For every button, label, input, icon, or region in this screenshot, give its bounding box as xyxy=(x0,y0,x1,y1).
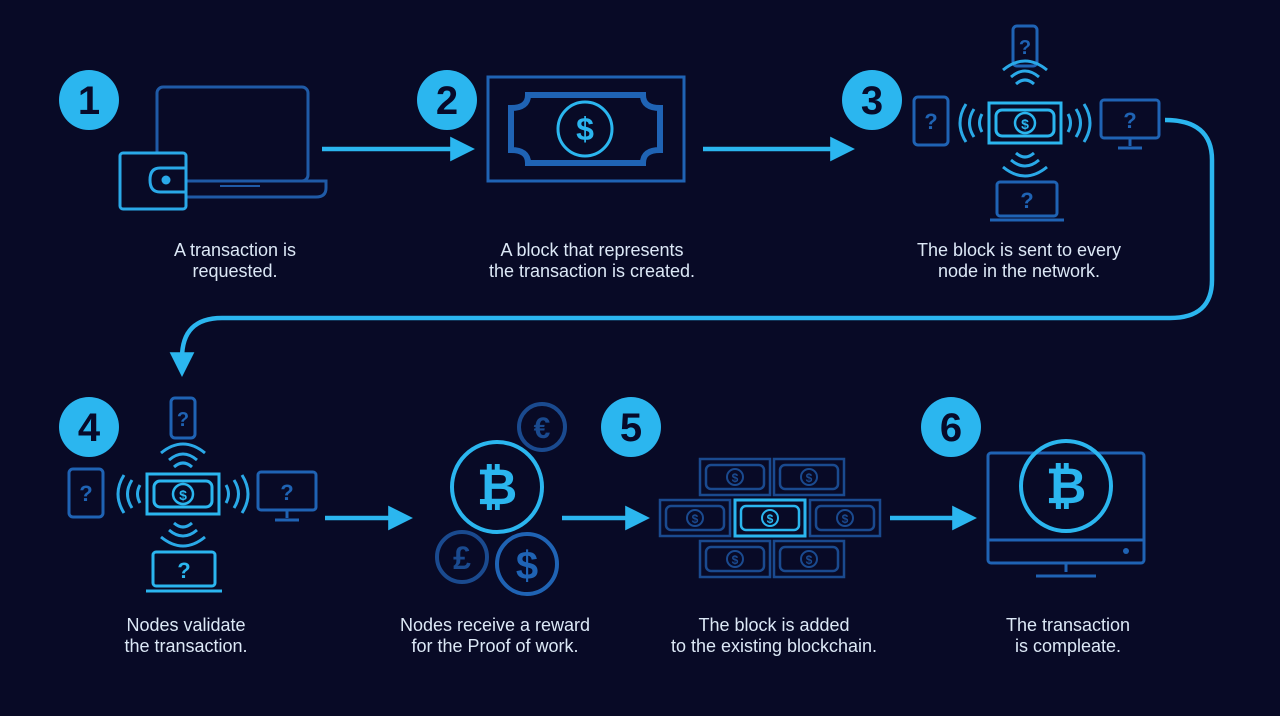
step-number-1: 1 xyxy=(78,79,100,123)
dollar-symbol: $ xyxy=(806,553,813,567)
step-badge-4: 4 xyxy=(59,397,119,457)
question-mark: ? xyxy=(924,109,937,134)
question-mark: ? xyxy=(1123,108,1136,133)
question-mark: ? xyxy=(1020,188,1033,213)
dollar-symbol: $ xyxy=(806,471,813,485)
block: $ xyxy=(772,457,846,497)
blockchain-grid-icon: $ $ $ $ $ xyxy=(658,457,882,579)
step-number-3: 3 xyxy=(861,79,883,123)
block: $ xyxy=(658,498,732,538)
caption-line: A transaction is xyxy=(173,240,297,260)
dollar-symbol: $ xyxy=(842,512,849,526)
step-badge-5: 5 xyxy=(601,397,661,457)
broadcast-network-icon: ? ? $ ? ? xyxy=(912,24,1161,222)
caption-step-5: Nodes receive a reward for the Proof of … xyxy=(345,615,645,657)
dollar-symbol: $ xyxy=(692,512,699,526)
caption-line: node in the network. xyxy=(937,261,1101,281)
dollar-symbol: $ xyxy=(516,544,538,588)
caption-line: is compleate. xyxy=(1014,636,1122,656)
banknote-dollar-icon: $ xyxy=(486,75,686,183)
caption-line: the transaction. xyxy=(124,636,248,656)
caption-line: The block is added xyxy=(698,615,850,635)
step-badge-3: 3 xyxy=(842,70,902,130)
new-block-highlighted: $ xyxy=(733,498,807,538)
caption-step-6: The transaction is compleate. xyxy=(918,615,1218,657)
caption-line: requested. xyxy=(192,261,278,281)
dollar-symbol: $ xyxy=(576,111,594,147)
laptop-wallet-icon xyxy=(118,85,328,211)
caption-line: The transaction xyxy=(1005,615,1131,635)
block: $ xyxy=(808,498,882,538)
bitcoin-coin: ₿ xyxy=(450,440,544,534)
step-badge-1: 1 xyxy=(59,70,119,130)
question-mark: ? xyxy=(177,409,189,431)
dollar-symbol: $ xyxy=(1021,116,1029,132)
step-number-2: 2 xyxy=(436,79,458,123)
caption-step-2: A block that represents the transaction … xyxy=(442,240,742,282)
caption-line: Nodes receive a reward xyxy=(399,615,591,635)
euro-symbol: € xyxy=(534,412,551,445)
question-mark: ? xyxy=(177,558,190,583)
question-mark: ? xyxy=(79,481,92,506)
step-number-6: 6 xyxy=(940,406,962,450)
euro-coin: € xyxy=(517,402,567,452)
bitcoin-symbol: ₿ xyxy=(477,459,518,515)
caption-step-1: A transaction is requested. xyxy=(85,240,385,282)
question-mark: ? xyxy=(280,480,293,505)
dollar-symbol: $ xyxy=(732,553,739,567)
caption-step-4: Nodes validate the transaction. xyxy=(36,615,336,657)
caption-line: The block is sent to every xyxy=(916,240,1122,260)
pound-symbol: £ xyxy=(453,540,471,576)
caption-line: Nodes validate xyxy=(126,615,246,635)
block: $ xyxy=(698,457,772,497)
dollar-symbol: $ xyxy=(732,471,739,485)
caption-blockchain: The block is added to the existing block… xyxy=(624,615,924,657)
reward-coins-icon: € ₿ £ $ xyxy=(435,402,567,596)
step-badge-6: 6 xyxy=(921,397,981,457)
step-badge-2: 2 xyxy=(417,70,477,130)
caption-line: the transaction is created. xyxy=(488,261,696,281)
block: $ xyxy=(772,539,846,579)
caption-line: for the Proof of work. xyxy=(411,636,579,656)
step-number-5: 5 xyxy=(620,406,642,450)
dollar-coin: $ xyxy=(495,532,559,596)
step-number-4: 4 xyxy=(78,406,101,450)
pound-coin: £ xyxy=(435,530,489,584)
block: $ xyxy=(698,539,772,579)
arrow-3-to-4 xyxy=(169,117,1215,377)
dollar-symbol: $ xyxy=(179,487,187,503)
bitcoin-symbol: ₿ xyxy=(1046,458,1087,514)
validating-nodes-icon: ? ? $ ? ? xyxy=(67,396,318,593)
dollar-symbol: $ xyxy=(767,512,774,526)
caption-step-3: The block is sent to every node in the n… xyxy=(869,240,1169,282)
monitor-bitcoin-icon: ₿ xyxy=(986,439,1146,578)
question-mark: ? xyxy=(1019,37,1031,59)
caption-line: to the existing blockchain. xyxy=(670,636,878,656)
caption-line: A block that represents xyxy=(500,240,684,260)
